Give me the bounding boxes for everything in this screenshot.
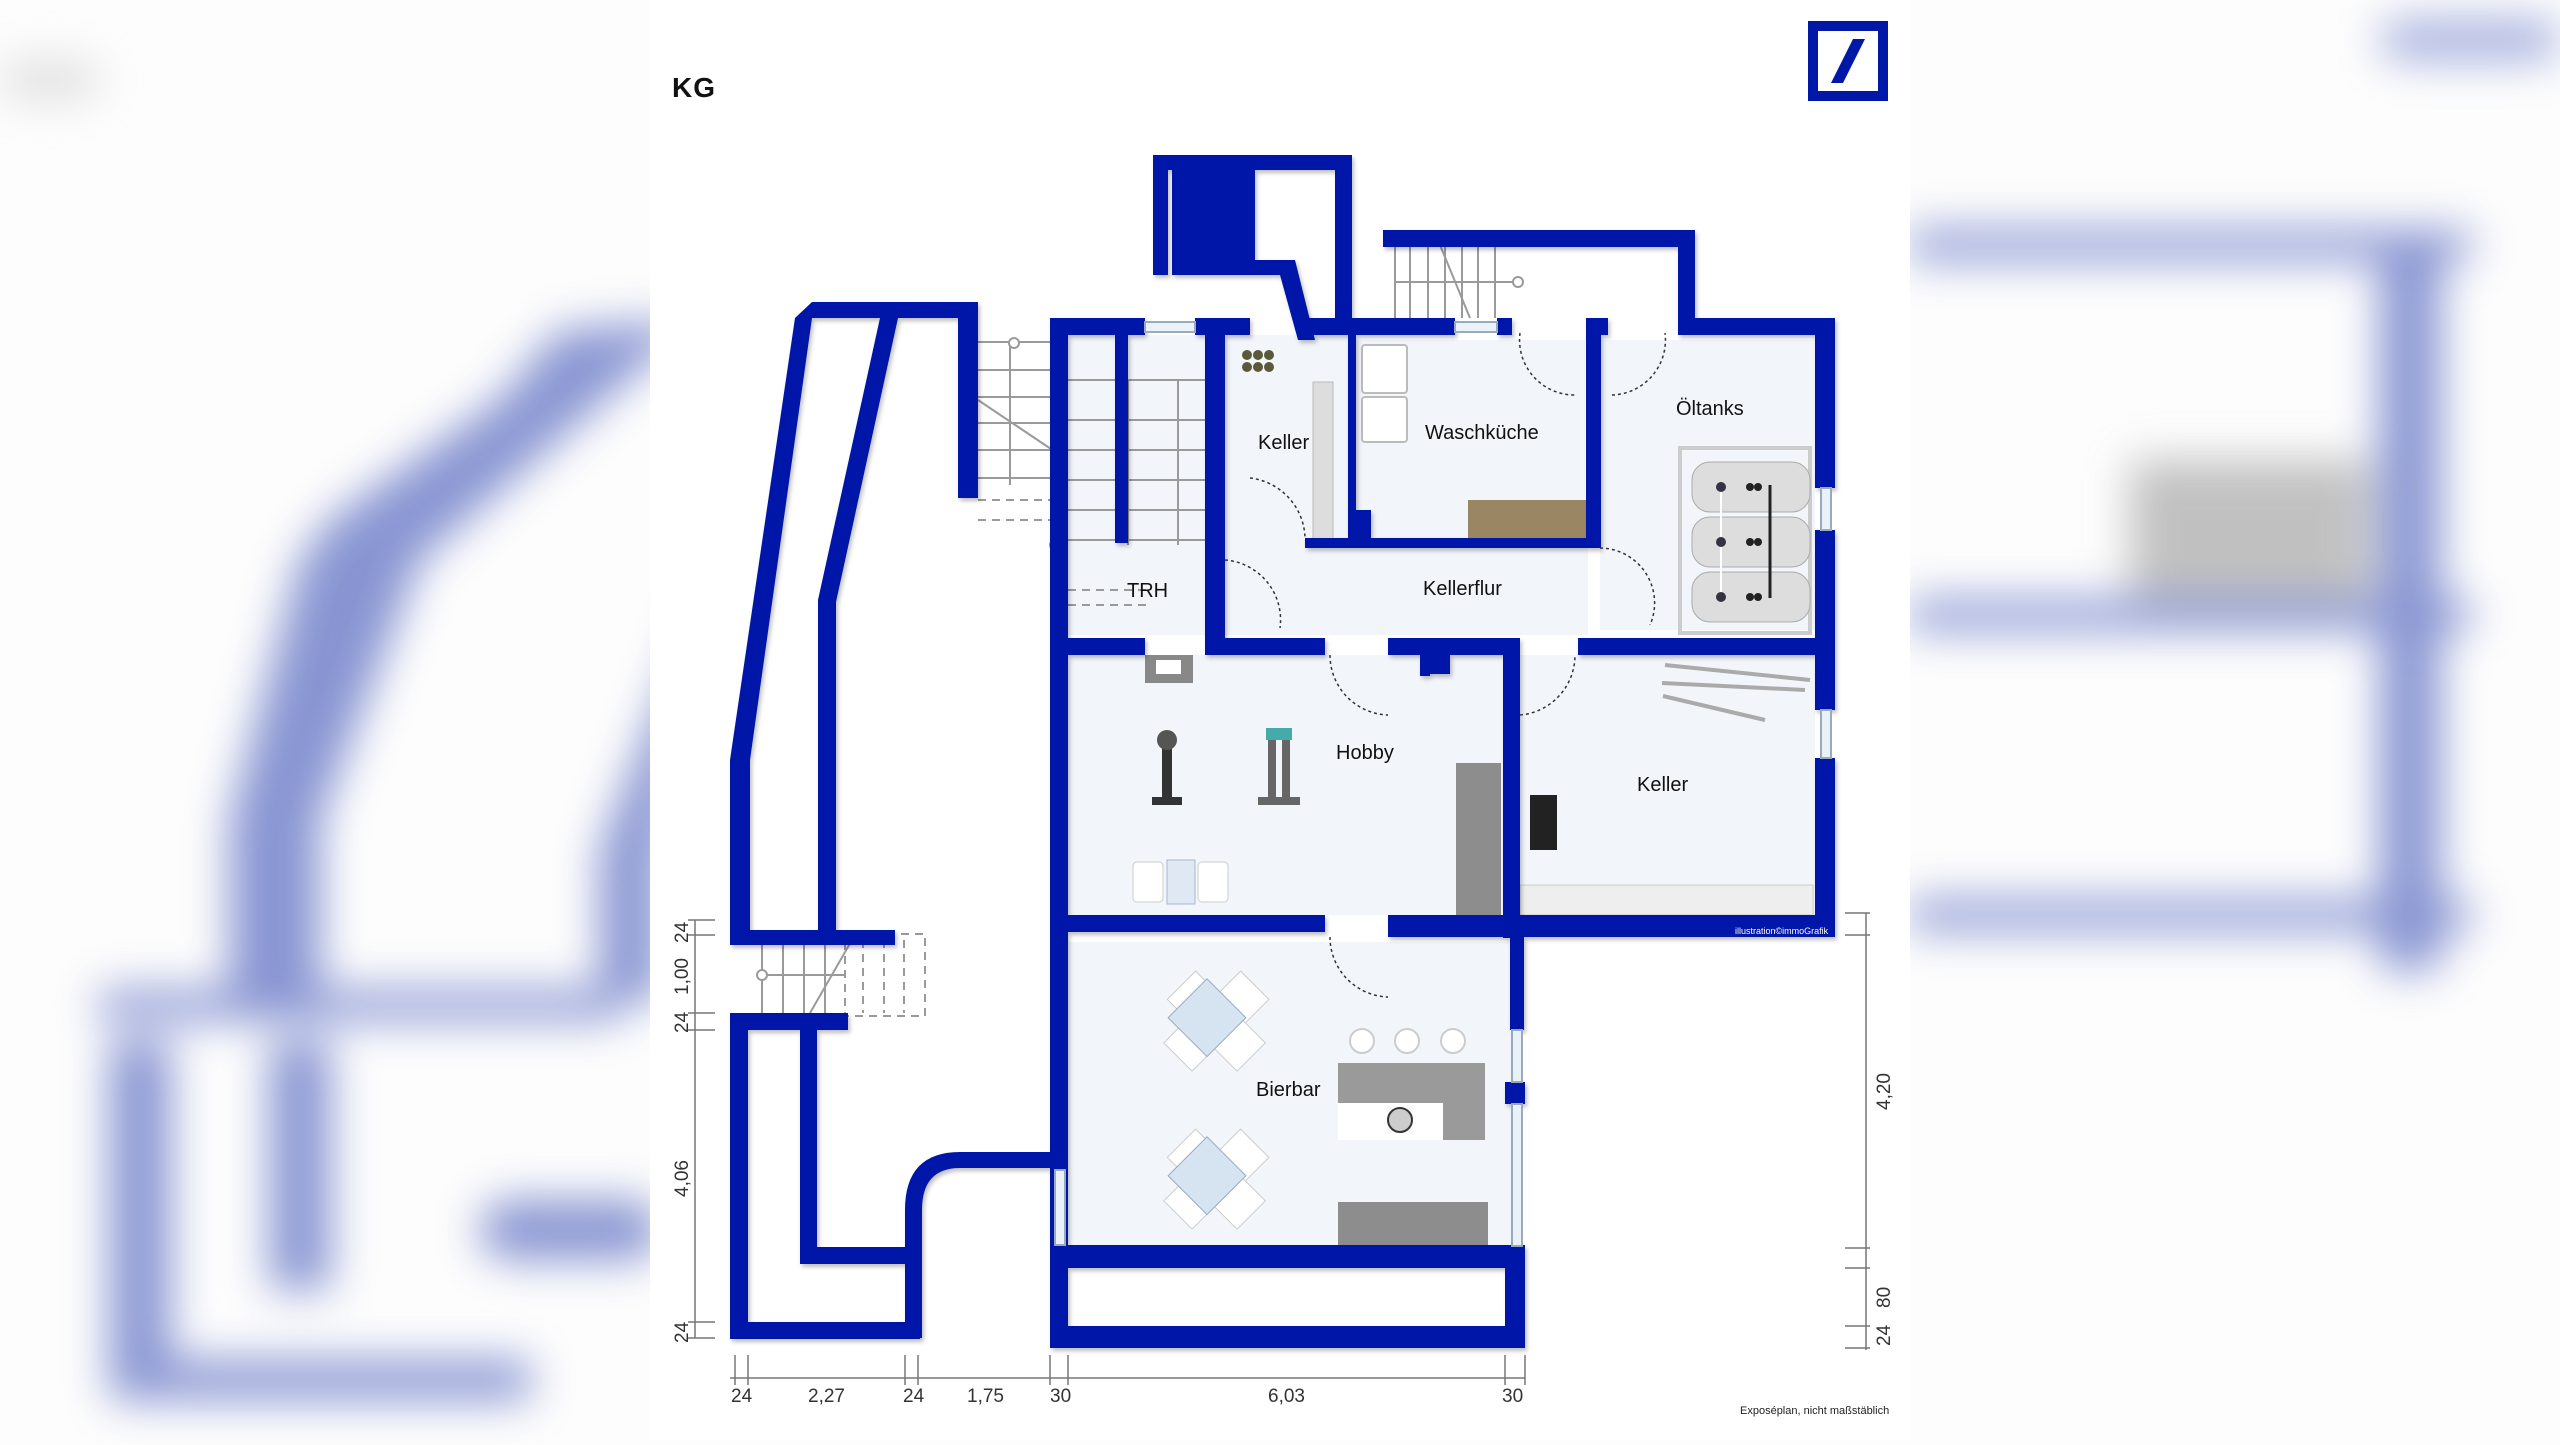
room-label-waschkueche: Waschküche: [1425, 422, 1539, 444]
dim-right-1: 80: [1874, 1287, 1895, 1308]
dim-bottom-3: 1,75: [967, 1386, 1004, 1407]
room-label-kellerflur: Kellerflur: [1423, 578, 1502, 600]
room-label-bierbar: Bierbar: [1256, 1079, 1321, 1101]
dim-bottom-6: 30: [1502, 1386, 1523, 1407]
dining-set-1: [1163, 970, 1270, 1072]
dim-right-0: 4,20: [1874, 1073, 1895, 1110]
dim-left-2: 24: [672, 1011, 693, 1033]
furniture: [1132, 344, 1814, 1247]
illustration-credit: illustration©immoGrafik: [1735, 926, 1829, 936]
room-label-keller-small: Keller: [1258, 432, 1309, 454]
dim-left-0: 24: [672, 921, 693, 943]
dim-right-2: 24: [1874, 1324, 1895, 1346]
dim-bottom-4: 30: [1050, 1386, 1071, 1407]
stairs-top-middle: [1394, 244, 1524, 319]
dimension-lines: [688, 912, 1870, 1385]
cross-trainer: [1258, 728, 1300, 805]
dining-set-2: [1163, 1128, 1270, 1230]
room-label-keller-large: Keller: [1637, 774, 1688, 796]
stairs-lower: [756, 933, 926, 1017]
dim-left-3: 4,06: [672, 1160, 693, 1197]
windows: [1054, 321, 1832, 1247]
dim-bottom-0: 24: [731, 1386, 753, 1407]
dim-left-1: 1,00: [672, 958, 693, 995]
scale-disclaimer: Exposéplan, nicht maßstäblich: [1740, 1405, 1890, 1417]
dim-bottom-5: 6,03: [1268, 1386, 1305, 1407]
floor-label: KG: [672, 72, 716, 103]
dim-bottom-2: 24: [903, 1386, 925, 1407]
dim-bottom-1: 2,27: [808, 1386, 845, 1407]
room-label-oeltanks: Öltanks: [1676, 398, 1744, 420]
room-label-trh: TRH: [1127, 580, 1168, 602]
walls: [730, 155, 1835, 1348]
exercise-bike: [1152, 730, 1182, 805]
dim-left-4: 24: [672, 1321, 693, 1343]
room-label-hobby: Hobby: [1336, 742, 1394, 764]
bank-logo-icon: [1808, 21, 1888, 101]
door-swings: [1224, 332, 1667, 998]
